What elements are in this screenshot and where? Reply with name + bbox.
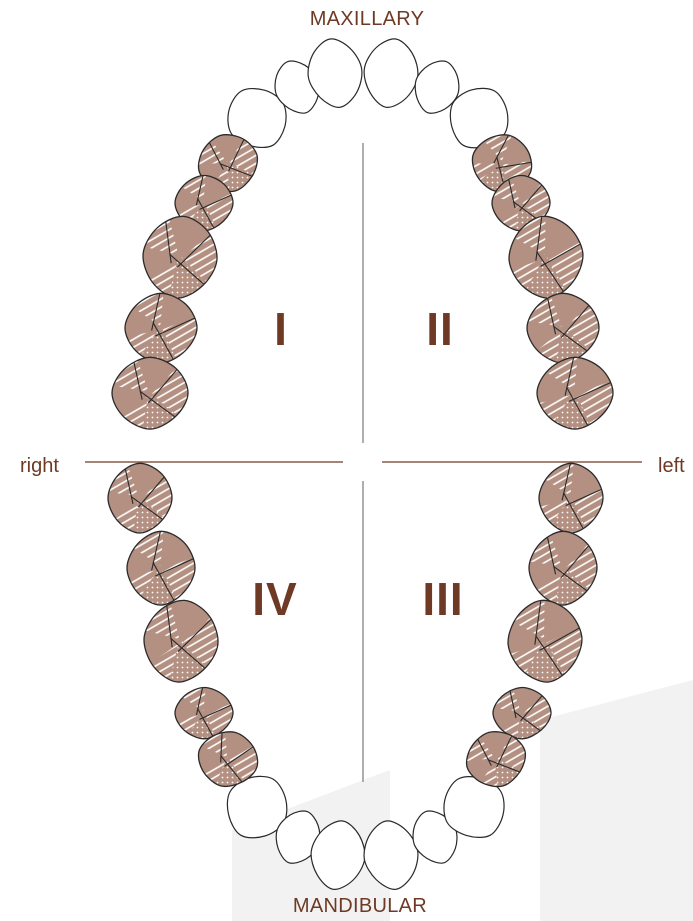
quadrant-label-i: I bbox=[221, 302, 341, 356]
quadrant-label-iii: III bbox=[383, 572, 503, 626]
mandibular-label: MANDIBULAR bbox=[240, 895, 480, 918]
incisor-outline-icon bbox=[364, 39, 418, 108]
incisor-outline-icon bbox=[364, 821, 418, 889]
left-side-label: left bbox=[658, 455, 685, 478]
teeth-group bbox=[80, 39, 640, 890]
quadrant-label-ii: II bbox=[380, 302, 500, 356]
quadrant-label-iv: IV bbox=[215, 572, 335, 626]
lower-anterior-tooth bbox=[364, 821, 418, 889]
upper-anterior-tooth bbox=[364, 39, 418, 108]
maxillary-label: MAXILLARY bbox=[247, 8, 487, 31]
right-side-label: right bbox=[20, 455, 59, 478]
